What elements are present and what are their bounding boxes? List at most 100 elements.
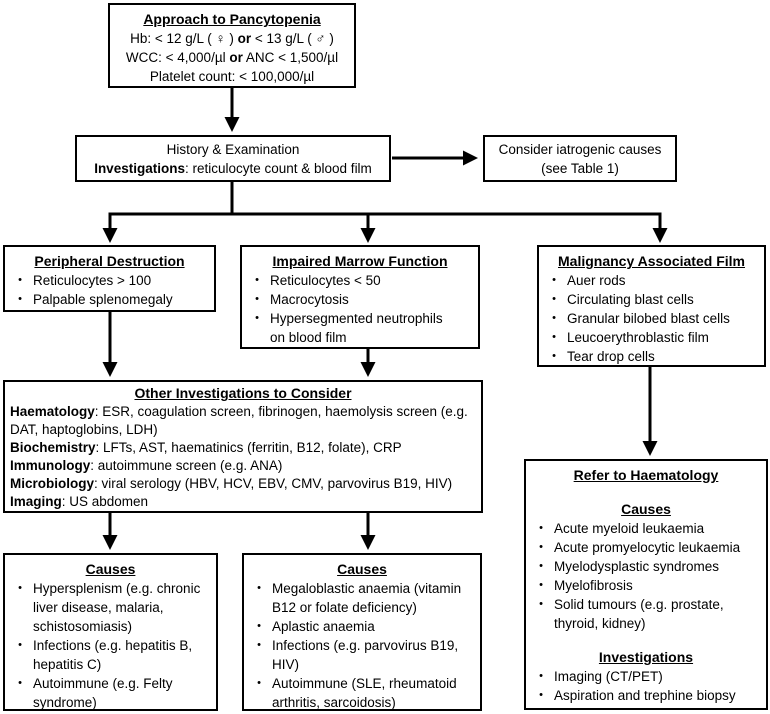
list-item-text: Tear drop cells	[567, 349, 655, 364]
list-item-text: Megaloblastic anaemia (vitamin B12 or fo…	[272, 581, 462, 615]
box-history-examination: History & Examination Investigations: re…	[75, 135, 391, 182]
bullet-icon: •	[257, 620, 261, 632]
history-line: History & Examination	[166, 142, 300, 157]
bullet-icon: •	[552, 331, 556, 343]
bullet-icon: •	[552, 293, 556, 305]
bullet-icon: •	[257, 677, 261, 689]
list-item-text: Myelodysplastic syndromes	[554, 559, 720, 574]
bullet-icon: •	[539, 541, 543, 553]
list-item: • Solid tumours (e.g. prostate, thyroid,…	[528, 595, 760, 633]
haematology-line: Haematology: ESR, coagulation screen, fi…	[10, 404, 468, 437]
causes-left-title: Causes	[85, 561, 136, 577]
list-item: • Hypersegmented neutrophils on blood fi…	[244, 309, 472, 347]
list-item: • Autoimmune (e.g. Felty syndrome)	[7, 674, 210, 712]
bullet-icon: •	[18, 274, 22, 286]
immunology-line: Immunology: autoimmune screen (e.g. ANA)	[10, 458, 283, 473]
list-item: • Aplastic anaemia	[246, 617, 474, 636]
bullet-icon: •	[539, 522, 543, 534]
list-item-text: Reticulocytes > 100	[33, 273, 152, 288]
list-item-text: Circulating blast cells	[567, 292, 694, 307]
bullet-icon: •	[18, 639, 22, 651]
list-item: • Hypersplenism (e.g. chronic liver dise…	[7, 579, 210, 636]
list-item: • Myelodysplastic syndromes	[528, 557, 760, 576]
bullet-icon: •	[18, 293, 22, 305]
bullet-icon: •	[539, 598, 543, 610]
malignancy-title: Malignancy Associated Film	[558, 253, 745, 269]
platelet-criteria: Platelet count: < 100,000/µl	[149, 69, 315, 84]
box-iatrogenic-causes: Consider iatrogenic causes (see Table 1)	[483, 135, 677, 182]
box-peripheral-destruction: Peripheral Destruction • Reticulocytes >…	[3, 245, 216, 312]
list-item-text: Acute myeloid leukaemia	[554, 521, 705, 536]
investigations-line: Investigations: reticulocyte count & blo…	[94, 161, 372, 176]
list-item-text: Palpable splenomegaly	[33, 292, 173, 307]
marrow-title: Impaired Marrow Function	[272, 253, 448, 269]
iatrogenic-ref: (see Table 1)	[541, 161, 619, 176]
list-item-text: Autoimmune (e.g. Felty syndrome)	[33, 676, 173, 710]
list-item: • Reticulocytes > 100	[7, 271, 208, 290]
bullet-icon: •	[18, 582, 22, 594]
causes-mid-title: Causes	[337, 561, 387, 577]
list-item-text: Solid tumours (e.g. prostate, thyroid, k…	[554, 597, 724, 631]
list-item: • Acute promyelocytic leukaemia	[528, 538, 760, 557]
list-item: • Circulating blast cells	[541, 290, 758, 309]
list-item: • Palpable splenomegaly	[7, 290, 208, 309]
other-investigations-title: Other Investigations to Consider	[134, 385, 352, 401]
list-item-text: Infections (e.g. parvovirus B19, HIV)	[272, 638, 459, 672]
bullet-icon: •	[18, 677, 22, 689]
list-item-text: Acute promyelocytic leukaemia	[554, 540, 741, 555]
list-item: • Granular bilobed blast cells	[541, 309, 758, 328]
peripheral-title: Peripheral Destruction	[34, 253, 185, 269]
bullet-icon: •	[539, 560, 543, 572]
list-item: • Autoimmune (SLE, rheumatoid arthritis,…	[246, 674, 474, 712]
microbiology-line: Microbiology: viral serology (HBV, HCV, …	[10, 476, 453, 491]
list-item-text: Imaging (CT/PET)	[554, 669, 663, 684]
list-item-text: Auer rods	[567, 273, 626, 288]
bullet-icon: •	[539, 579, 543, 591]
iatrogenic-line: Consider iatrogenic causes	[498, 142, 662, 157]
imaging-line: Imaging: US abdomen	[10, 494, 149, 509]
list-item: • Reticulocytes < 50	[244, 271, 472, 290]
bullet-icon: •	[255, 293, 259, 305]
bullet-icon: •	[257, 639, 261, 651]
bullet-icon: •	[539, 670, 543, 682]
list-item: • Infections (e.g. parvovirus B19, HIV)	[246, 636, 474, 674]
bullet-icon: •	[255, 312, 259, 324]
list-item-text: Granular bilobed blast cells	[567, 311, 730, 326]
list-item-text: Reticulocytes < 50	[270, 273, 381, 288]
list-item-text: Hypersegmented neutrophils on blood film	[270, 311, 443, 345]
list-item: • Imaging (CT/PET)	[528, 667, 760, 686]
refer-causes-title: Causes	[621, 501, 671, 517]
wcc-criteria: WCC: < 4,000/µl or ANC < 1,500/µl	[125, 50, 339, 65]
list-item: • Acute myeloid leukaemia	[528, 519, 760, 538]
box-causes-marrow: Causes • Megaloblastic anaemia (vitamin …	[242, 553, 482, 711]
refer-investigations-title: Investigations	[598, 649, 694, 665]
biochemistry-line: Biochemistry: LFTs, AST, haematinics (fe…	[10, 440, 402, 455]
box-causes-peripheral: Causes • Hypersplenism (e.g. chronic liv…	[3, 553, 218, 711]
bullet-icon: •	[539, 689, 543, 701]
list-item-text: Autoimmune (SLE, rheumatoid arthritis, s…	[272, 676, 457, 710]
refer-title: Refer to Haematology	[573, 467, 719, 483]
list-item: • Megaloblastic anaemia (vitamin B12 or …	[246, 579, 474, 617]
bullet-icon: •	[257, 582, 261, 594]
list-item-text: Myelofibrosis	[554, 578, 633, 593]
bullet-icon: •	[552, 350, 556, 362]
list-item-text: Hypersplenism (e.g. chronic liver diseas…	[33, 581, 201, 634]
box-impaired-marrow-function: Impaired Marrow Function • Reticulocytes…	[240, 245, 480, 349]
list-item-text: Leucoerythroblastic film	[567, 330, 709, 345]
bullet-icon: •	[552, 312, 556, 324]
box-approach-to-pancytopenia: Approach to Pancytopenia Hb: < 12 g/L ( …	[108, 3, 356, 88]
bullet-icon: •	[552, 274, 556, 286]
hb-criteria: Hb: < 12 g/L ( ♀ ) or < 13 g/L ( ♂ )	[130, 31, 334, 46]
list-item: • Aspiration and trephine biopsy	[528, 686, 760, 705]
list-item: • Macrocytosis	[244, 290, 472, 309]
list-item: • Tear drop cells	[541, 347, 758, 366]
list-item: • Infections (e.g. hepatitis B, hepatiti…	[7, 636, 210, 674]
list-item-text: Aspiration and trephine biopsy	[554, 688, 736, 703]
list-item: • Myelofibrosis	[528, 576, 760, 595]
list-item-text: Macrocytosis	[270, 292, 349, 307]
list-item-text: Aplastic anaemia	[272, 619, 375, 634]
box-malignancy-associated-film: Malignancy Associated Film • Auer rods •…	[537, 245, 766, 367]
approach-title: Approach to Pancytopenia	[143, 11, 321, 27]
